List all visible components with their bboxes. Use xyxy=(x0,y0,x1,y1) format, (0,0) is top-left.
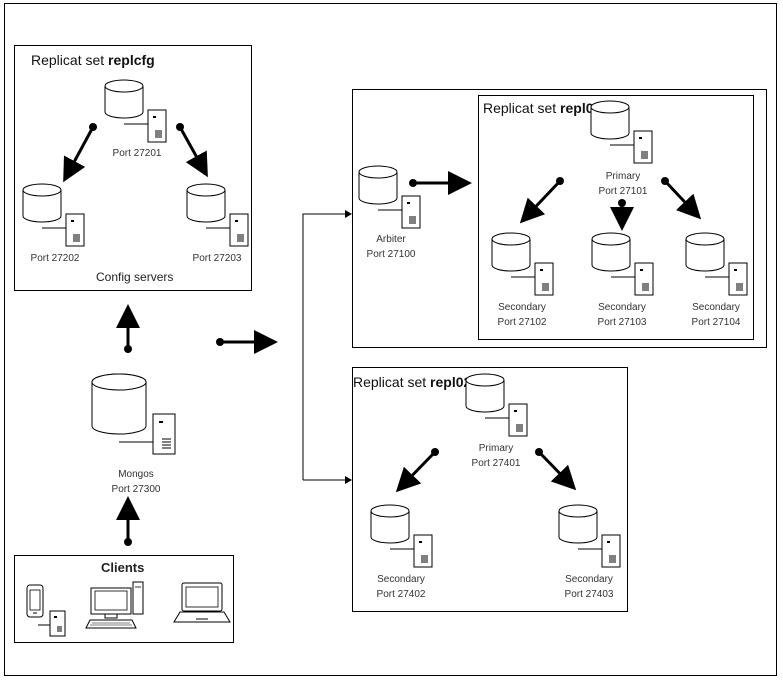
mongos-node xyxy=(91,373,176,455)
mongos-port: Port 27300 xyxy=(111,484,161,495)
repl01-secondary-27103-role: Secondary xyxy=(598,302,646,313)
client-server-icon xyxy=(38,610,66,637)
repl01-primary-node xyxy=(591,101,652,163)
repl01-secondary-27102-role: Secondary xyxy=(498,302,546,313)
clients-title: Clients xyxy=(101,560,145,575)
repl01-secondary-27103-label: Secondary Port 27103 xyxy=(589,300,655,330)
branch-arrow-repl02 xyxy=(345,476,352,484)
replcfg-title: Replicat set replcfg xyxy=(31,52,155,68)
repl02-primary-node xyxy=(466,374,527,436)
repl01-secondary-27102-port: Port 27102 xyxy=(497,317,547,328)
repl02-secondary-27403-label: Secondary Port 27403 xyxy=(556,572,622,602)
phone-icon xyxy=(26,584,44,618)
branch-lines xyxy=(302,213,345,481)
repl01-secondary-27104-label: Secondary Port 27104 xyxy=(683,300,749,330)
repl02-secondary-27402-node xyxy=(371,505,432,567)
repl02-arrow-right xyxy=(535,448,577,491)
repl02-primary-label: Primary Port 27401 xyxy=(463,441,529,471)
repl01-primary-port: Port 27101 xyxy=(598,186,648,197)
arbiter-port: Port 27100 xyxy=(366,249,416,260)
cfg-node-27203 xyxy=(187,184,248,246)
branch-arrow-repl01 xyxy=(345,210,352,218)
diagram-frame xyxy=(4,3,777,676)
repl01-secondary-27102-label: Secondary Port 27102 xyxy=(489,300,555,330)
cfg-port-27203: Port 27203 xyxy=(192,253,242,264)
cfg-node-27201 xyxy=(105,80,166,142)
repl02-secondary-27403-port: Port 27403 xyxy=(564,589,614,600)
repl02-secondary-27402-role: Secondary xyxy=(377,574,425,585)
arbiter-node xyxy=(359,166,420,228)
cfg-node-27202 xyxy=(23,184,84,246)
repl01-secondary-27103-node xyxy=(592,233,653,295)
repl01-secondary-27104-node xyxy=(686,233,747,295)
arbiter-label: Arbiter Port 27100 xyxy=(358,232,424,262)
repl02-title: Replicat set repl02 xyxy=(353,374,472,390)
repl01-arrow-middle xyxy=(610,199,634,231)
repl02-primary-role: Primary xyxy=(478,443,514,454)
repl02-primary-port: Port 27401 xyxy=(471,458,521,469)
cfg-port-27201: Port 27201 xyxy=(112,148,162,159)
mongos-to-config-arrow xyxy=(116,304,140,353)
repl01-arrow-left xyxy=(519,177,564,224)
desktop-computer-icon xyxy=(85,581,144,629)
repl01-secondary-27102-node xyxy=(492,233,553,295)
arbiter-name: Arbiter xyxy=(376,234,406,245)
repl02-secondary-27402-label: Secondary Port 27402 xyxy=(368,572,434,602)
repl01-arrow-right xyxy=(661,177,702,220)
repl01-secondary-27104-role: Secondary xyxy=(692,302,740,313)
repl02-arrow-left xyxy=(395,448,439,493)
repl01-secondary-27103-port: Port 27103 xyxy=(597,317,647,328)
repl01-secondary-27104-port: Port 27104 xyxy=(691,317,741,328)
cfg-port-27202: Port 27202 xyxy=(30,253,80,264)
laptop-icon xyxy=(173,582,231,623)
arbiter-to-repl01-arrow xyxy=(409,171,472,195)
repl01-primary-label: Primary Port 27101 xyxy=(590,169,656,199)
cfg-arrow-left xyxy=(63,123,97,183)
mongos-name: Mongos xyxy=(118,469,154,480)
repl02-secondary-27403-node xyxy=(559,505,620,567)
mongos-to-shards-arrow xyxy=(216,330,278,354)
repl02-secondary-27403-role: Secondary xyxy=(565,574,613,585)
repl02-secondary-27402-port: Port 27402 xyxy=(376,589,426,600)
mongos-label: Mongos Port 27300 xyxy=(96,467,176,497)
config-servers-caption: Config servers xyxy=(96,270,174,284)
repl01-primary-role: Primary xyxy=(605,171,641,182)
cfg-arrow-right xyxy=(176,123,208,178)
clients-to-mongos-arrow xyxy=(116,496,140,546)
